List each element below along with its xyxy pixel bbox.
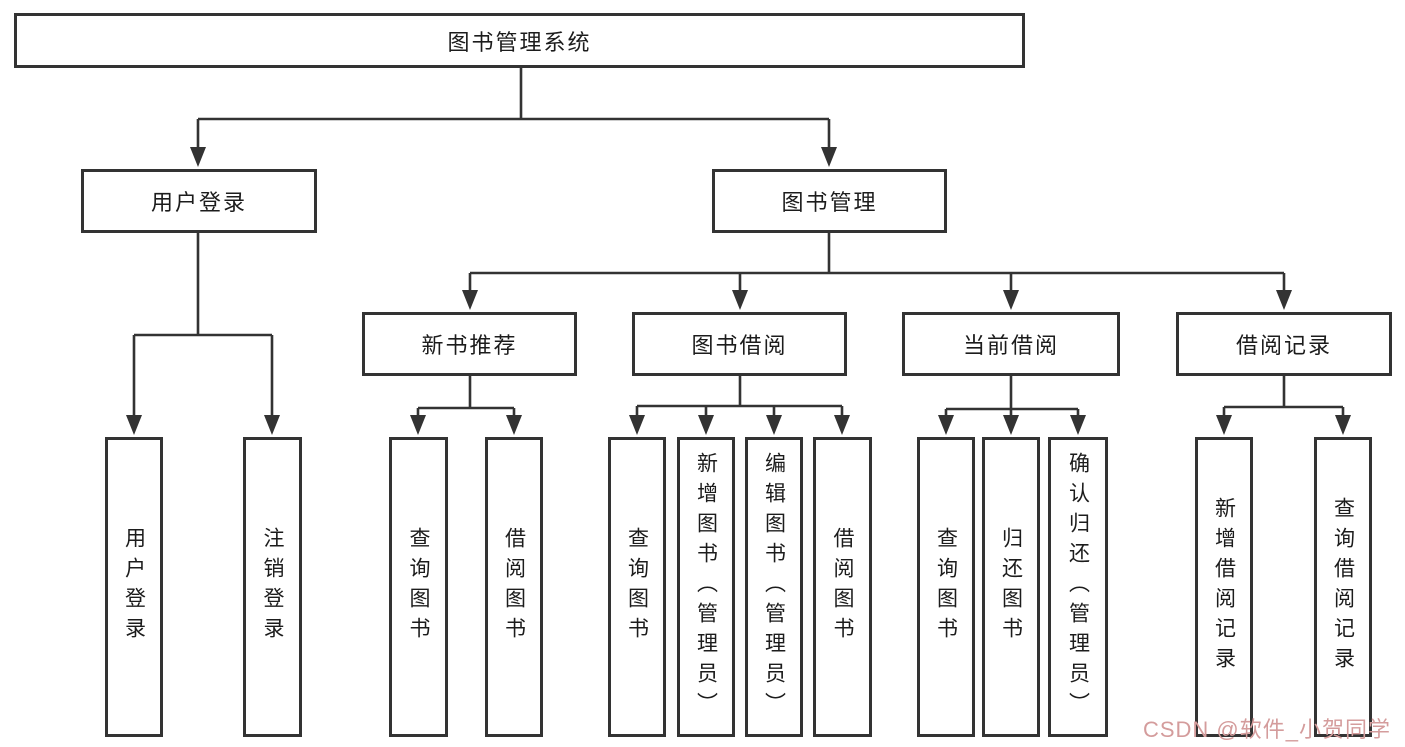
node-current-borrow: 当前借阅 [902, 312, 1120, 376]
leaf-add-borrow-record: 新增借阅记录 [1195, 437, 1253, 737]
connector-newbook-group [416, 375, 516, 419]
leaf-edit-book-admin: 编辑图书（管理员） [745, 437, 803, 737]
leaf-query-book-recommend: 查询图书 [389, 437, 448, 737]
arrowhead [698, 415, 714, 435]
arrowhead [410, 415, 426, 435]
arrowhead [1276, 290, 1292, 310]
connector-bookmgmt-to-level3 [468, 232, 1286, 294]
connector-userlogin-group [132, 231, 274, 419]
arrowhead [629, 415, 645, 435]
connector-record-group [1222, 375, 1345, 419]
arrowhead [462, 290, 478, 310]
arrowhead [821, 147, 837, 167]
node-book-borrow: 图书借阅 [632, 312, 847, 376]
leaf-confirm-return-admin: 确认归还（管理员） [1048, 437, 1108, 737]
arrowhead [506, 415, 522, 435]
node-user-login-branch: 用户登录 [81, 169, 317, 233]
arrowhead [1216, 415, 1232, 435]
arrowhead [732, 290, 748, 310]
arrowhead [834, 415, 850, 435]
leaf-query-borrow-record: 查询借阅记录 [1314, 437, 1372, 737]
arrowhead [1335, 415, 1351, 435]
arrowhead [1003, 415, 1019, 435]
leaf-borrow-book-recommend: 借阅图书 [485, 437, 543, 737]
node-root-system: 图书管理系统 [14, 13, 1025, 68]
leaf-logout: 注销登录 [243, 437, 302, 737]
leaf-add-book-admin: 新增图书（管理员） [677, 437, 735, 737]
connector-root-to-level2 [196, 66, 831, 153]
node-book-management-branch: 图书管理 [712, 169, 947, 233]
arrowhead [766, 415, 782, 435]
arrowhead [938, 415, 954, 435]
leaf-return-book: 归还图书 [982, 437, 1040, 737]
arrowhead [264, 415, 280, 435]
leaf-query-book-current: 查询图书 [917, 437, 975, 737]
csdn-watermark: CSDN @软件_小贺同学 [1142, 717, 1391, 742]
node-borrow-record: 借阅记录 [1176, 312, 1392, 376]
leaf-borrow-book: 借阅图书 [813, 437, 872, 737]
connector-borrow-group [635, 375, 844, 419]
connector-current-group [944, 375, 1080, 419]
arrowhead [190, 147, 206, 167]
node-new-book-recommend: 新书推荐 [362, 312, 577, 376]
arrowhead [1003, 290, 1019, 310]
leaf-user-login: 用户登录 [105, 437, 163, 737]
arrowhead [1070, 415, 1086, 435]
arrowhead [126, 415, 142, 435]
leaf-query-book-borrow: 查询图书 [608, 437, 666, 737]
